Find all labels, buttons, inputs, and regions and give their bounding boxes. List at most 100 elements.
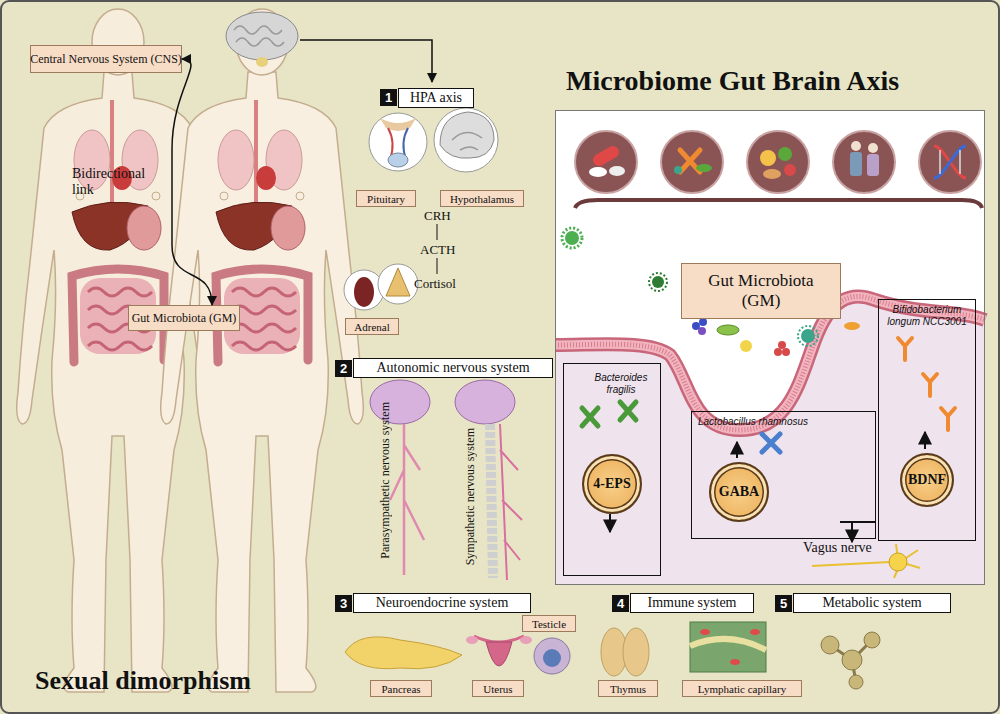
callout-number: 2: [335, 360, 352, 377]
virus: [652, 276, 664, 288]
food: [784, 164, 796, 176]
cell: [730, 659, 740, 665]
coccus: [698, 327, 706, 335]
coccus: [774, 348, 782, 356]
testicle: [534, 638, 570, 674]
molecule-circle: GABA: [709, 462, 769, 522]
spine: [490, 424, 493, 578]
species-name: Lactobacillus rhamnosus: [698, 416, 869, 428]
axis-line: [436, 258, 437, 274]
organ-label: Adrenal: [345, 318, 399, 335]
section-box: Metabolic system: [793, 593, 951, 613]
panel-background: [555, 110, 985, 585]
hormone-label: Cortisol: [414, 276, 456, 292]
node-text: Testicle: [532, 618, 566, 630]
coccus: [699, 318, 707, 326]
atom: [842, 650, 862, 670]
virus-spikes: [798, 326, 818, 346]
pituitary-tissue: [380, 118, 416, 131]
capillary: [690, 639, 766, 650]
mechanism-box: Bifidobacterium longum NCC3001BDNF: [878, 299, 976, 541]
coccus: [778, 341, 786, 349]
food: [763, 169, 781, 179]
node-text: Hypothalamus: [450, 193, 514, 205]
section-box: HPA axis: [398, 88, 474, 108]
node-text: Immune system: [647, 595, 736, 611]
pill: [589, 167, 607, 177]
organ-label: Thymus: [598, 680, 658, 697]
organ-label: Hypothalamus: [440, 190, 524, 207]
edge-label: Bidirectional link: [72, 166, 162, 198]
hormone-label: ACTH: [420, 242, 455, 258]
cell: [700, 629, 710, 635]
bracket: [575, 200, 982, 208]
fallopian-tubes: [474, 636, 524, 642]
kidney: [354, 277, 374, 307]
person-head: [868, 143, 878, 153]
factor-circle: [833, 131, 895, 193]
node-text: Gut Microbiota (GM): [132, 311, 237, 326]
callout-number: 5: [775, 595, 792, 612]
dna-strand: [934, 146, 966, 178]
bifidobacterium-cells: [898, 338, 955, 430]
atom: [821, 636, 839, 654]
molecule-circle: BDNF: [900, 453, 954, 507]
node-text: Uterus: [483, 683, 512, 695]
organ-label: Testicle: [522, 615, 576, 632]
mechanism-box: Lactobacillus rhamnosusGABA: [691, 411, 876, 539]
node-text: Metabolic system: [822, 595, 921, 611]
mechanism-box: Bacteroides fragilis4-EPS: [563, 363, 661, 576]
bacillus: [844, 322, 860, 330]
brain-section: [440, 112, 494, 158]
node-text: Central Nervous System (CNS): [30, 52, 182, 67]
node-text: Thymus: [610, 683, 646, 695]
virus-spikes: [562, 228, 582, 248]
vertical-label: Sympathetic nervous system: [463, 428, 478, 565]
node-text: Autonomic nervous system: [376, 360, 529, 376]
food: [760, 150, 776, 166]
brainstem: [256, 57, 268, 67]
node-text: HPA axis: [410, 90, 462, 106]
female-figure: [161, 9, 364, 692]
factor-circle: [661, 131, 723, 193]
diagram-heading: Sexual dimorphism: [35, 666, 251, 696]
factor-circle: [919, 131, 981, 193]
node-text: Neuroendocrine system: [376, 595, 509, 611]
gland: [388, 153, 408, 167]
brain-folds: [234, 26, 284, 46]
testicle-detail: [543, 649, 561, 667]
organ-label: Uterus: [472, 680, 524, 697]
system-label: Gut Microbiota (GM): [128, 305, 240, 331]
coccus: [740, 340, 752, 352]
hypothalamus-inset: [434, 108, 498, 172]
bacillus: [717, 325, 739, 335]
node-text: Pancreas: [381, 683, 420, 695]
node-text: Pituitary: [367, 193, 405, 205]
factor-circle: [747, 131, 809, 193]
panel-box: Microbiome Gut Brain AxisGut Microbiota …: [555, 110, 985, 585]
dna-strand: [934, 146, 966, 178]
axis-line: [436, 224, 437, 240]
molecule-circle: 4-EPS: [582, 454, 642, 514]
node-text: Lymphatic capillary: [698, 683, 786, 695]
sympathetic-nerves: [500, 424, 522, 580]
nerve-label: Vagus nerve: [803, 540, 872, 556]
release-arrow: [736, 442, 738, 458]
neuron: [889, 553, 907, 571]
brain-folds: [452, 132, 482, 150]
male-figure: [17, 9, 220, 692]
section-box: Neuroendocrine system: [353, 593, 531, 613]
bacterium: [674, 166, 682, 174]
brain: [455, 380, 515, 424]
node-text: Gut Microbiota (GM): [700, 271, 822, 310]
bacteroides-fragilis-cells: [582, 402, 636, 426]
dna-rungs: [940, 150, 960, 174]
pituitary-inset: [369, 113, 427, 171]
coccus: [782, 348, 790, 356]
hormone-label: CRH: [424, 208, 451, 224]
virus: [565, 231, 579, 245]
organ-label: Pancreas: [370, 680, 432, 697]
